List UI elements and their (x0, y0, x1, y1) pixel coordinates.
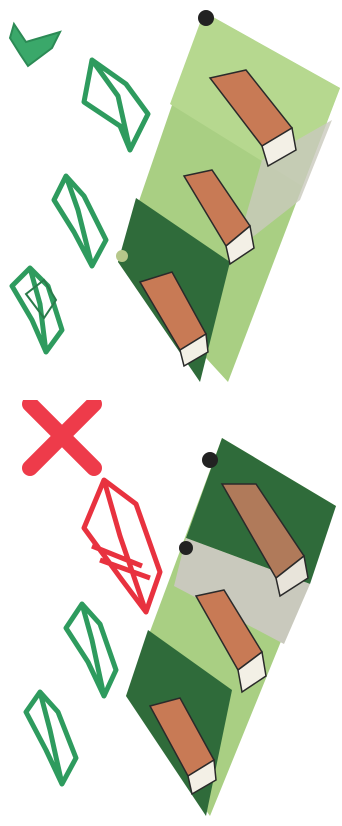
cross-mark-icon (30, 404, 94, 468)
highlight-outline-icon (84, 480, 160, 612)
house-outline-icon (54, 176, 106, 266)
site-plot (126, 438, 336, 816)
panel-acceptable-illustration (0, 0, 342, 400)
house-outline-icon (26, 692, 76, 784)
panel-unacceptable (0, 400, 342, 826)
site-plot (116, 10, 340, 382)
house-outline-icon (84, 60, 148, 150)
house-outline-icon (66, 604, 116, 696)
panel-unacceptable-illustration (0, 400, 342, 826)
check-mark-icon (10, 24, 60, 66)
panel-acceptable (0, 0, 342, 400)
